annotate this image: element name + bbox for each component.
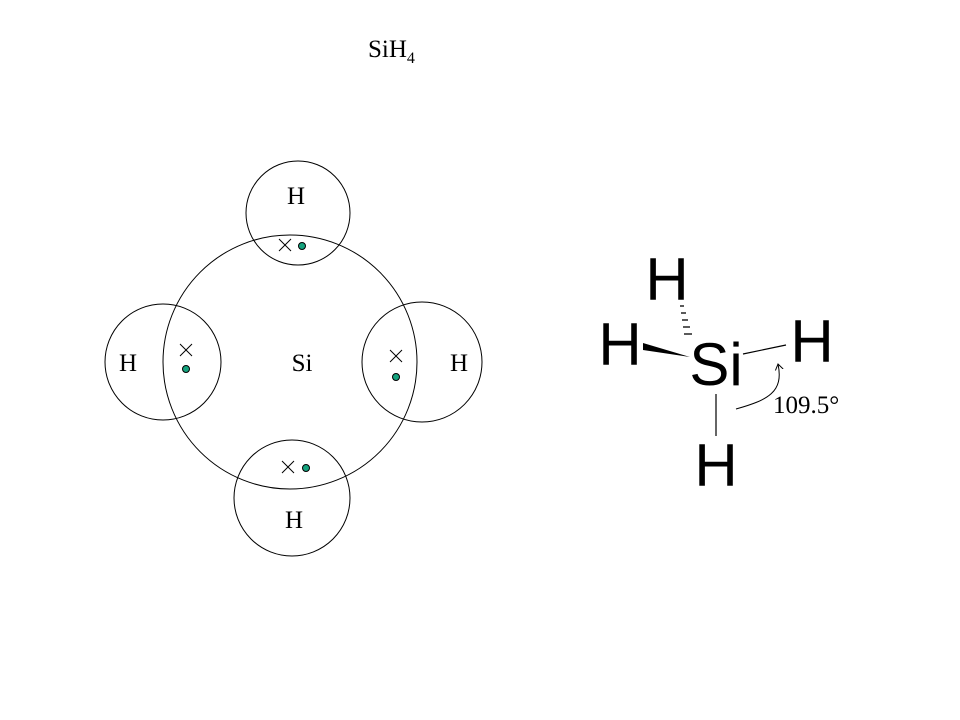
electron-cross-top (278, 238, 292, 252)
formula-title-main: SiH (368, 36, 407, 63)
electron-dot-bottom (302, 464, 310, 472)
electron-dot-right (392, 373, 400, 381)
bond-right (742, 344, 787, 355)
formula-title: SiH4 (368, 36, 415, 67)
silicon-shell (162, 234, 418, 490)
structural-hydrogen-bottom: H (694, 432, 737, 499)
hydrogen-shell-left (104, 303, 222, 421)
electron-dot-left (182, 365, 190, 373)
angle-arrow (735, 364, 779, 410)
formula-title-subscript: 4 (407, 50, 415, 67)
hydrogen-shell-right (361, 301, 483, 423)
structural-hydrogen-right: H (790, 308, 833, 375)
hydrogen-label-bottom: H (285, 507, 303, 534)
electron-cross-left (179, 343, 193, 357)
hydrogen-shell-bottom (233, 439, 351, 557)
dot-cross-diagram: Si H H H H (104, 160, 483, 557)
hydrogen-label-right: H (450, 350, 468, 377)
hydrogen-label-left: H (119, 350, 137, 377)
silicon-label: Si (292, 350, 313, 377)
electron-cross-bottom (281, 460, 295, 474)
electron-dot-top (298, 242, 306, 250)
structural-formula: Si H H H H 109.5° (598, 246, 839, 499)
wedge-bond-left (643, 343, 690, 357)
hydrogen-shell-top (245, 160, 351, 266)
hydrogen-label-top: H (287, 183, 305, 210)
hashed-bond-top (680, 305, 692, 335)
bond-angle-label: 109.5° (773, 392, 839, 419)
structural-silicon-label: Si (689, 331, 742, 398)
structural-hydrogen-top: H (645, 246, 688, 313)
structural-hydrogen-left: H (598, 311, 641, 378)
electron-cross-right (389, 349, 403, 363)
